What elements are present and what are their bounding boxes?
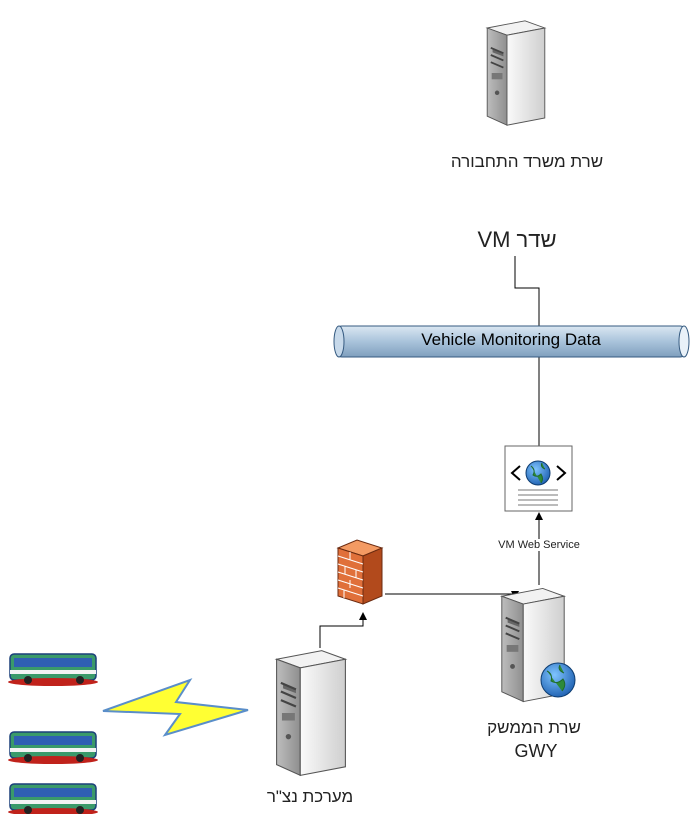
web-service-document-icon (504, 445, 573, 512)
ministry-server-label: שרת משרד התחבורה (450, 152, 604, 171)
gateway-server-label: שרת הממשק (487, 718, 581, 737)
avl-server (275, 649, 347, 777)
arrow-avl-to-firewall (319, 612, 367, 648)
web-service-label: VM Web Service (496, 539, 582, 551)
avl-system-label: מערכת נצ"ר (266, 787, 354, 806)
server-tower-icon (486, 19, 546, 127)
server-tower-icon (275, 649, 347, 777)
ministry-server (486, 19, 546, 127)
bus-fleet (8, 653, 98, 814)
bus-icon (8, 653, 98, 686)
link-ministry-to-bus (514, 256, 540, 326)
vm-data-bus (333, 325, 690, 358)
vm-data-bus-label: Vehicle Monitoring Data (421, 330, 601, 349)
globe-icon (540, 662, 576, 698)
bus-icon (8, 783, 98, 814)
gateway-server (500, 587, 576, 703)
bus-icon (8, 731, 98, 764)
arrow-firewall-to-gwy (385, 591, 519, 599)
vm-sender-label: שדר VM (477, 227, 557, 252)
lightning-bolt-icon (102, 678, 249, 737)
firewall-brick-icon (336, 539, 384, 605)
gateway-server-code: GWY (514, 741, 558, 761)
